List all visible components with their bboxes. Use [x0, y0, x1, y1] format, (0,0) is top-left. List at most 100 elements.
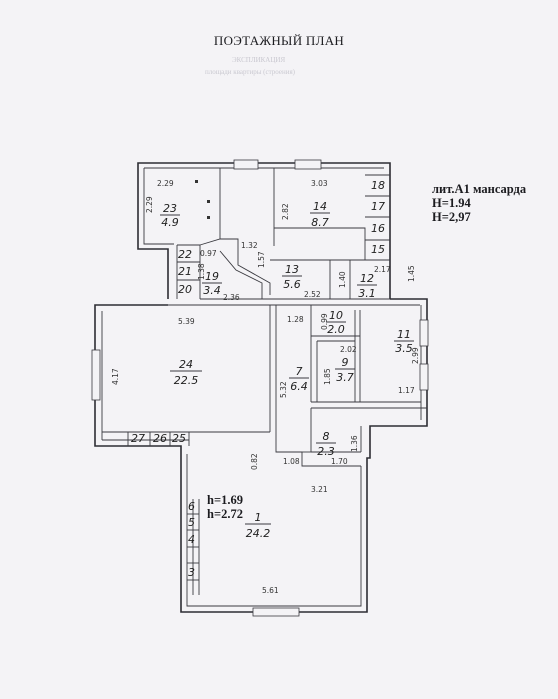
svg-text:2.0: 2.0 — [327, 323, 345, 336]
svg-text:1.36: 1.36 — [350, 435, 359, 452]
svg-text:2.17: 2.17 — [374, 265, 391, 274]
svg-text:3.1: 3.1 — [358, 287, 376, 300]
svg-text:7: 7 — [296, 365, 303, 378]
svg-text:14: 14 — [313, 200, 327, 213]
room-23: 23 4.9 — [160, 202, 180, 229]
svg-text:3.03: 3.03 — [311, 179, 328, 188]
svg-text:1.38: 1.38 — [197, 263, 206, 280]
height-label-line1: h=1.69 — [207, 493, 243, 507]
room-7: 7 6.4 — [289, 365, 309, 393]
svg-text:24: 24 — [179, 358, 193, 371]
svg-text:1: 1 — [255, 511, 262, 524]
room-13: 13 5.6 — [282, 263, 302, 291]
svg-text:1.70: 1.70 — [331, 457, 348, 466]
height-label-line2: h=2.72 — [207, 507, 243, 521]
svg-text:17: 17 — [371, 200, 385, 213]
svg-text:10: 10 — [329, 309, 343, 322]
room-14: 14 8.7 — [310, 200, 330, 229]
svg-text:20: 20 — [178, 283, 192, 296]
svg-text:2.82: 2.82 — [281, 203, 290, 220]
svg-text:2.99: 2.99 — [411, 347, 420, 364]
svg-text:27: 27 — [131, 432, 145, 445]
svg-text:1.08: 1.08 — [283, 457, 300, 466]
svg-text:1.45: 1.45 — [407, 265, 416, 282]
svg-text:22: 22 — [178, 248, 192, 261]
svg-text:13: 13 — [285, 263, 299, 276]
room-1: 1 24.2 — [245, 511, 271, 540]
svg-text:3: 3 — [188, 566, 195, 579]
room-11: 11 3.5 — [394, 328, 414, 355]
svg-text:15: 15 — [371, 243, 385, 256]
svg-text:25: 25 — [172, 432, 186, 445]
page-title: ПОЭТАЖНЫЙ ПЛАН — [213, 33, 345, 48]
svg-text:22.5: 22.5 — [174, 374, 199, 387]
svg-text:8.7: 8.7 — [311, 216, 329, 229]
room-12: 12 3.1 — [357, 272, 377, 300]
room-24: 24 22.5 — [170, 358, 202, 387]
svg-text:3.4: 3.4 — [203, 284, 221, 297]
svg-text:12: 12 — [360, 272, 374, 285]
svg-text:16: 16 — [371, 222, 385, 235]
window-bottom — [252, 607, 300, 617]
outer-wall-right — [94, 298, 428, 613]
svg-text:6.4: 6.4 — [290, 380, 308, 393]
window-left — [91, 349, 101, 401]
height-label: h=1.69 h=2.72 — [207, 493, 243, 521]
svg-text:24.2: 24.2 — [246, 527, 271, 540]
mansard-label: лит.А1 мансарда H=1.94 H=2,97 — [432, 182, 526, 224]
svg-text:11: 11 — [397, 328, 411, 341]
svg-text:19: 19 — [205, 270, 219, 283]
svg-text:1.32: 1.32 — [241, 241, 258, 250]
svg-text:4: 4 — [188, 533, 195, 546]
outer-wall-top — [137, 162, 391, 299]
svg-text:1.57: 1.57 — [257, 251, 266, 268]
window-right-2 — [419, 363, 429, 391]
svg-text:8: 8 — [323, 430, 330, 443]
svg-text:1.17: 1.17 — [398, 386, 415, 395]
room-8: 8 2.3 — [316, 430, 336, 458]
mansard-label-line2: H=1.94 — [432, 196, 471, 210]
svg-text:1.28: 1.28 — [287, 315, 304, 324]
svg-text:6: 6 — [188, 500, 195, 513]
svg-text:1.85: 1.85 — [323, 368, 332, 385]
svg-text:2.52: 2.52 — [304, 290, 321, 299]
svg-text:3.7: 3.7 — [336, 371, 354, 384]
svg-text:2.02: 2.02 — [340, 345, 357, 354]
ghost-text-2: площади квартиры (строения) — [205, 68, 296, 76]
svg-text:21: 21 — [178, 265, 192, 278]
svg-text:2.29: 2.29 — [145, 196, 154, 213]
dimension-labels: 2.29 2.29 3.03 2.82 0.97 1.32 1.38 1.57 … — [111, 179, 420, 595]
svg-text:26: 26 — [153, 432, 167, 445]
svg-text:4.17: 4.17 — [111, 368, 120, 385]
window-top-1 — [233, 159, 259, 170]
svg-text:5.6: 5.6 — [283, 278, 301, 291]
svg-text:5: 5 — [188, 516, 195, 529]
svg-text:1.40: 1.40 — [338, 271, 347, 288]
svg-text:2.36: 2.36 — [223, 293, 240, 302]
svg-text:3.21: 3.21 — [311, 485, 328, 494]
svg-text:23: 23 — [163, 202, 177, 215]
svg-text:5.61: 5.61 — [262, 586, 279, 595]
svg-text:2.3: 2.3 — [317, 445, 335, 458]
svg-text:5.32: 5.32 — [279, 381, 288, 398]
mansard-label-line1: лит.А1 мансарда — [432, 182, 527, 196]
ghost-text-1: ЭКСПЛИКАЦИЯ — [232, 56, 285, 64]
small-room-labels: 18 17 16 15 22 21 20 27 26 25 6 5 4 3 — [131, 179, 385, 579]
svg-text:18: 18 — [371, 179, 385, 192]
svg-text:3.5: 3.5 — [395, 342, 413, 355]
svg-text:0.82: 0.82 — [250, 453, 259, 470]
window-right-1 — [419, 319, 429, 347]
room-10: 10 2.0 — [326, 309, 346, 336]
svg-text:2.29: 2.29 — [157, 179, 174, 188]
svg-text:5.39: 5.39 — [178, 317, 195, 326]
svg-text:0.97: 0.97 — [200, 249, 217, 258]
room-9: 9 3.7 — [335, 356, 355, 384]
svg-text:4.9: 4.9 — [161, 216, 179, 229]
svg-text:9: 9 — [342, 356, 349, 369]
room-19: 19 3.4 — [202, 270, 222, 297]
svg-text:0.99: 0.99 — [320, 313, 329, 330]
mansard-label-line3: H=2,97 — [432, 210, 471, 224]
window-top-2 — [294, 159, 322, 170]
